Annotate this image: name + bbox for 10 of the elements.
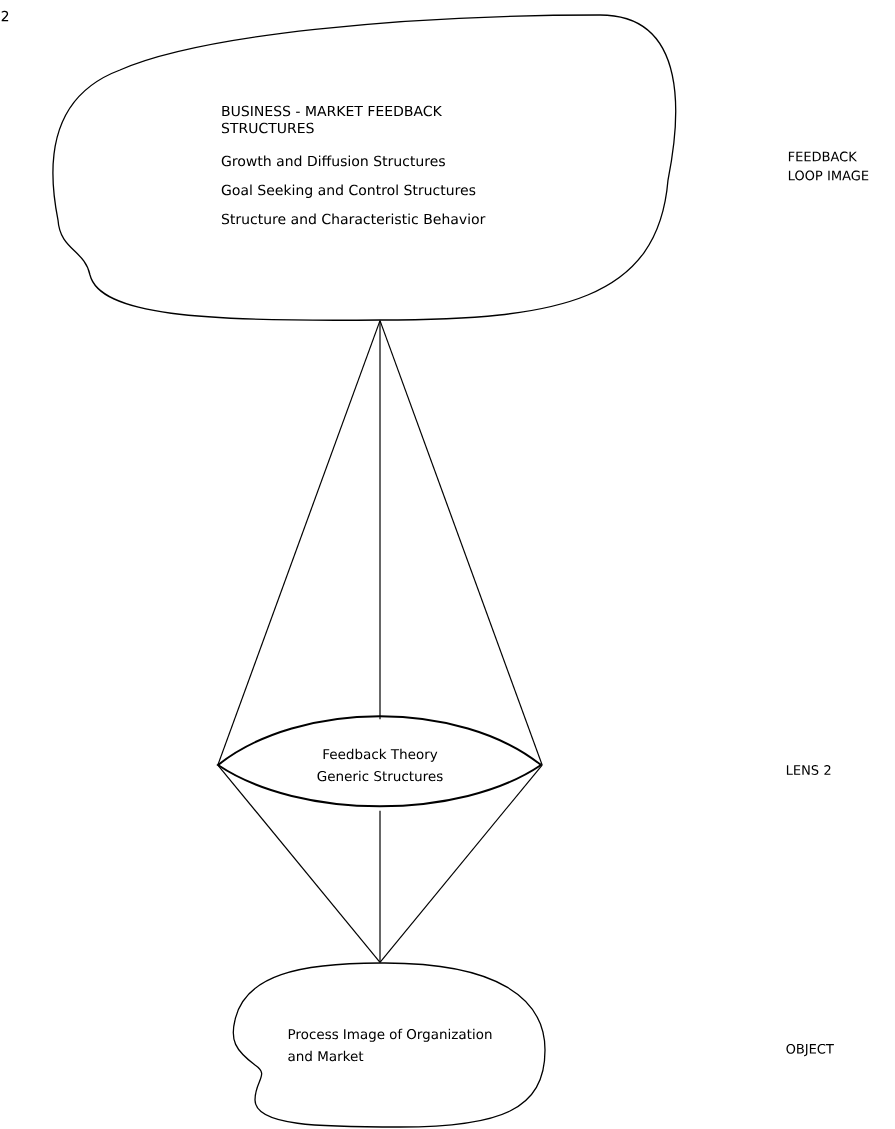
side-label: LENS 2 [786, 765, 831, 775]
connector-line [379, 320, 543, 766]
connector-line [379, 764, 543, 963]
connector-line [217, 320, 381, 766]
side-label: OBJECT [786, 1043, 834, 1057]
side-label: FEEDBACK LOOP IMAGE [788, 151, 869, 181]
connector-line [379, 320, 381, 720]
connector-line [379, 810, 381, 963]
connector-line [217, 764, 381, 963]
figure-number: 2 [1, 10, 9, 22]
